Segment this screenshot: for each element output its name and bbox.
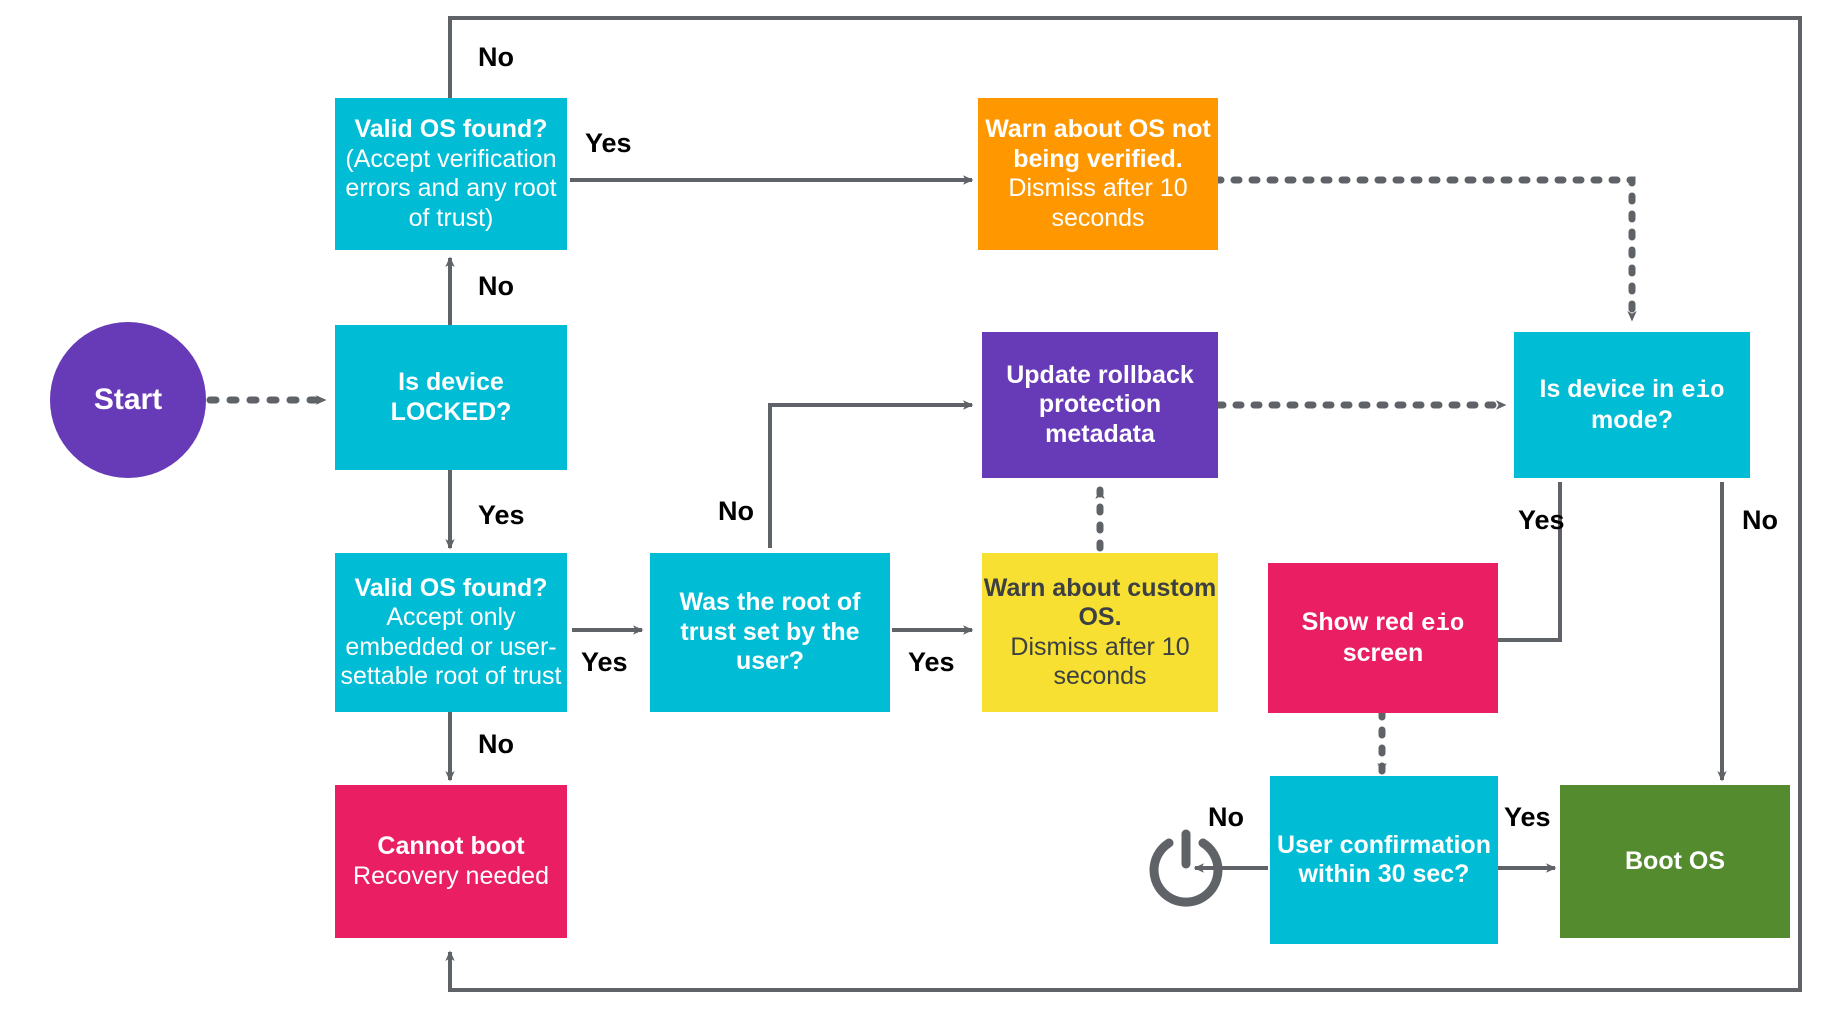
edge-label-no-locked-to-valid: No xyxy=(478,271,514,301)
node-user-confirmation[interactable]: User confirmation within 30 sec? xyxy=(1270,776,1498,944)
node-root-of-trust-set-by-user-title: Was the root of trust set by the user? xyxy=(679,588,861,676)
node-is-device-locked-line2: LOCKED? xyxy=(390,397,512,426)
node-update-rollback-metadata-title: Update rollback protection metadata xyxy=(1006,360,1194,448)
node-root-of-trust-set-by-user[interactable]: Was the root of trust set by the user? xyxy=(650,553,890,712)
power-icon xyxy=(1140,822,1232,914)
node-update-rollback-metadata[interactable]: Update rollback protection metadata xyxy=(982,332,1218,478)
node-boot-os[interactable]: Boot OS xyxy=(1560,785,1790,938)
node-user-confirmation-title: User confirmation within 30 sec? xyxy=(1277,830,1491,889)
edge-label-no-top-loop: No xyxy=(478,42,514,72)
node-valid-os-locked-sub: Accept only embedded or user-settable ro… xyxy=(340,603,562,690)
edge-label-no-user-confirm: No xyxy=(1208,802,1244,832)
power-icon-glyph xyxy=(1149,829,1223,907)
node-is-device-locked-line1: Is device xyxy=(398,368,504,396)
node-show-red-eio-screen[interactable]: Show red eio screen xyxy=(1268,563,1498,713)
node-warn-os-not-verified-title: Warn about OS not being verified. xyxy=(985,115,1211,173)
edge-rot-no-to-update-rollback xyxy=(768,400,974,548)
edge-label-no-eio: No xyxy=(1742,505,1778,535)
node-is-device-eio-mode[interactable]: Is device in eio mode? xyxy=(1514,332,1750,478)
edge-label-yes-eio: Yes xyxy=(1518,505,1565,535)
edge-label-yes-valid-locked: Yes xyxy=(581,647,628,677)
node-is-device-locked[interactable]: Is device LOCKED? xyxy=(335,325,567,470)
node-warn-os-not-verified-sub: Dismiss after 10 seconds xyxy=(1008,174,1188,232)
node-start[interactable]: Start xyxy=(50,322,206,478)
node-is-device-eio-mode-text: Is device in eio mode? xyxy=(1514,375,1750,436)
node-show-red-eio-line2: screen xyxy=(1342,638,1424,667)
node-cannot-boot-title: Cannot boot xyxy=(377,832,525,860)
edge-label-no-valid-locked-fail: No xyxy=(478,729,514,759)
node-is-device-eio-mono: eio xyxy=(1681,377,1725,405)
node-boot-os-title: Boot OS xyxy=(1625,846,1725,875)
node-show-red-eio-mono: eio xyxy=(1421,610,1465,638)
edge-warn-unverified-to-eio xyxy=(1212,176,1637,324)
edge-label-yes-unlocked-warn: Yes xyxy=(585,128,632,158)
node-valid-os-locked[interactable]: Valid OS found? Accept only embedded or … xyxy=(335,553,567,712)
node-valid-os-locked-title: Valid OS found? xyxy=(354,573,548,602)
node-is-device-eio-prefix: Is device in xyxy=(1539,374,1682,403)
node-warn-custom-os-sub: Dismiss after 10 seconds xyxy=(1010,632,1190,691)
node-start-label: Start xyxy=(93,383,163,417)
node-show-red-eio-prefix: Show red xyxy=(1301,607,1422,636)
node-show-red-eio-line1: Show red eio xyxy=(1302,608,1465,639)
node-warn-os-not-verified[interactable]: Warn about OS not being verified. Dismis… xyxy=(978,98,1218,250)
node-valid-os-unlocked-title: Valid OS found? xyxy=(354,115,548,143)
edge-label-no-root-of-trust: No xyxy=(718,496,754,526)
node-valid-os-unlocked-sub: (Accept verification errors and any root… xyxy=(345,144,557,232)
node-cannot-boot[interactable]: Cannot boot Recovery needed xyxy=(335,785,567,938)
node-valid-os-unlocked[interactable]: Valid OS found? (Accept verification err… xyxy=(335,98,567,250)
edge-label-yes-root-of-trust: Yes xyxy=(908,647,955,677)
node-cannot-boot-sub: Recovery needed xyxy=(353,861,549,890)
edge-eio-yes-to-red-screen xyxy=(1483,482,1562,645)
edge-valid-unlocked-no-loop xyxy=(445,16,1802,992)
node-warn-custom-os[interactable]: Warn about custom OS. Dismiss after 10 s… xyxy=(982,553,1218,712)
edge-label-yes-user-confirm: Yes xyxy=(1504,802,1551,832)
node-is-device-eio-suffix: mode? xyxy=(1591,405,1673,434)
edge-label-yes-locked: Yes xyxy=(478,500,525,530)
node-warn-custom-os-title: Warn about custom OS. xyxy=(983,573,1217,632)
